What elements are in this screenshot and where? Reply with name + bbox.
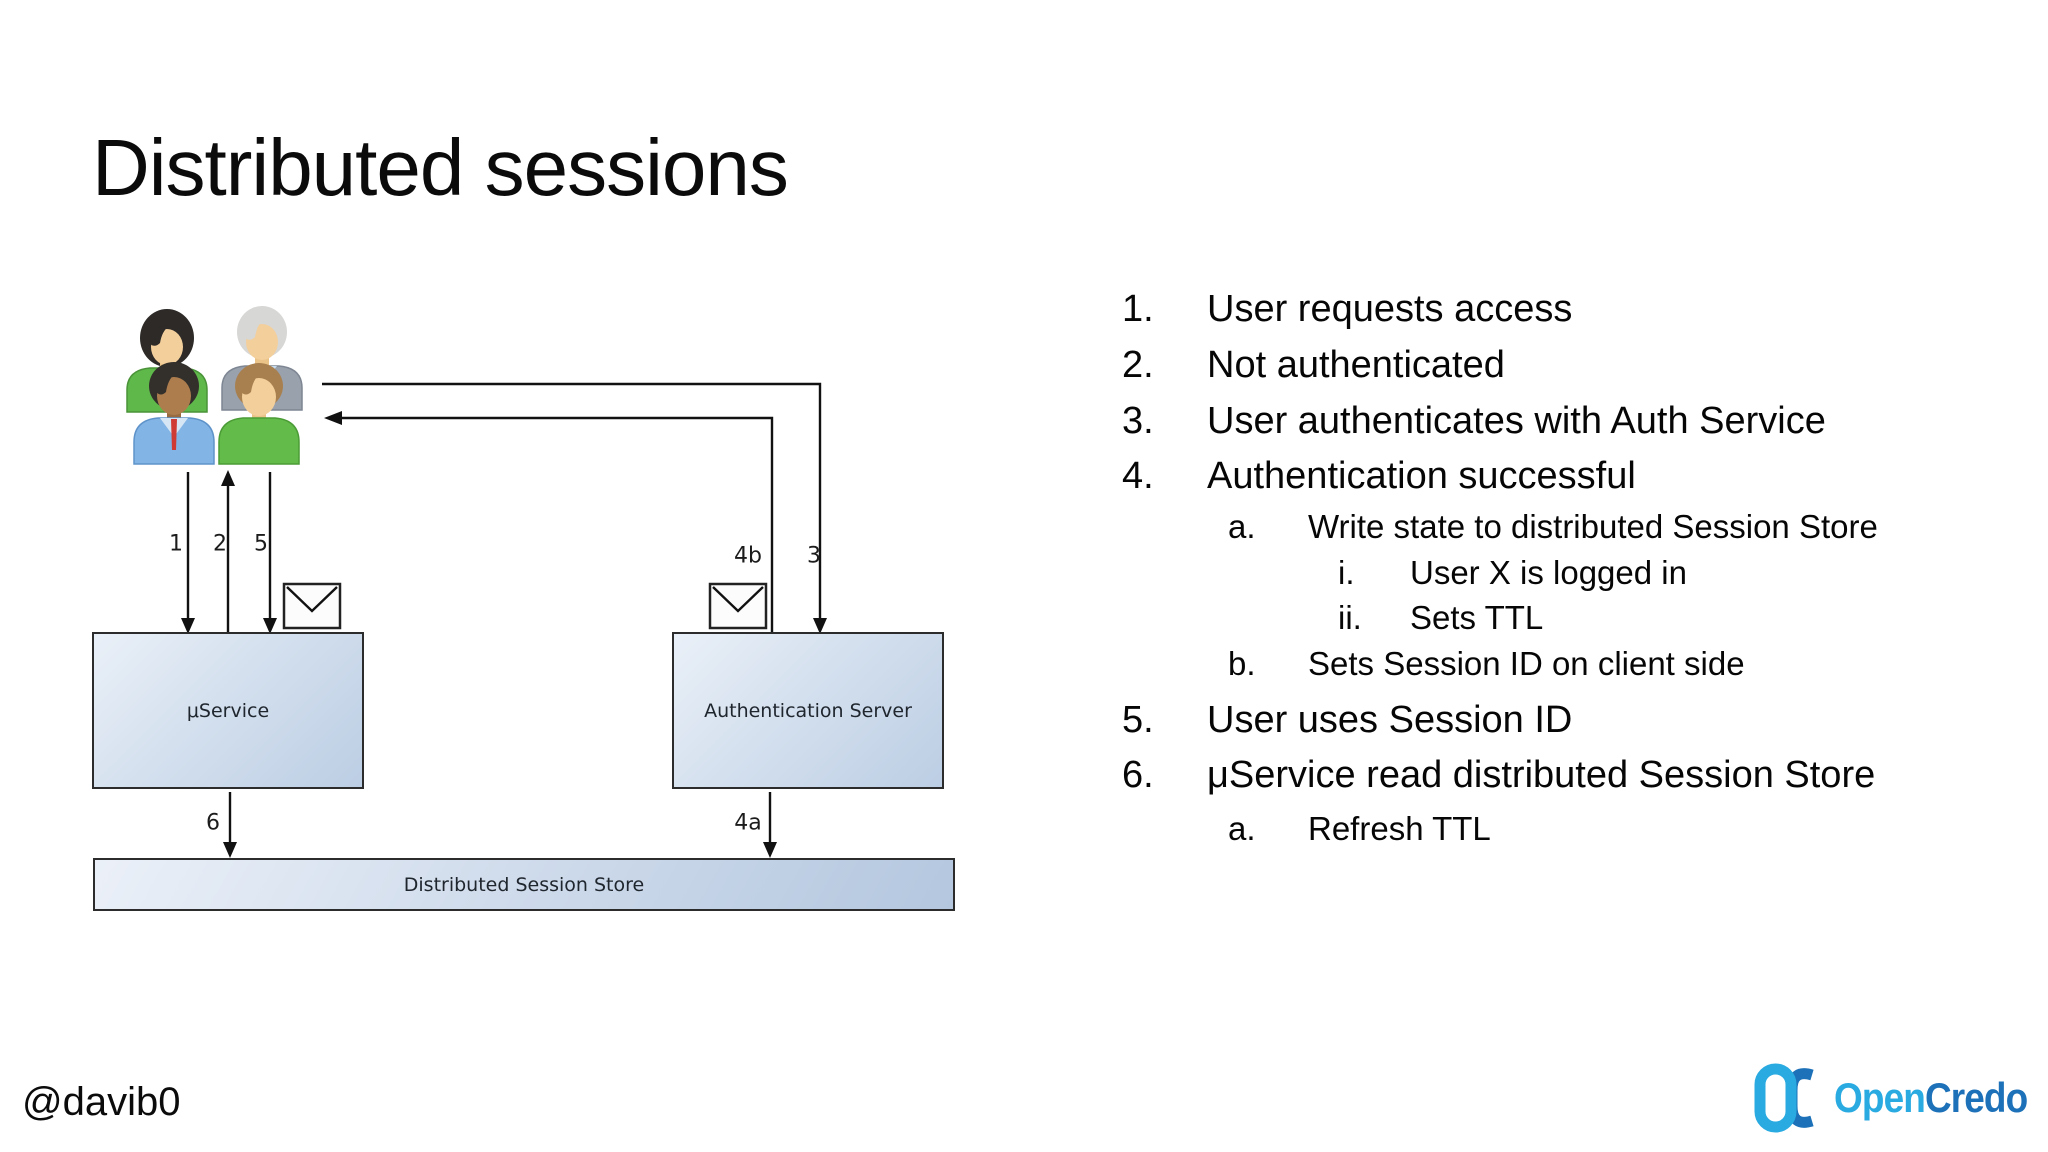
microservice-box: μService — [92, 632, 364, 789]
opencredo-wordmark: OpenCredo — [1834, 1074, 2028, 1122]
user-person-green-icon — [218, 363, 300, 465]
logo-text-open: Open — [1834, 1074, 1926, 1121]
item-marker: 6. — [1122, 754, 1154, 796]
item-marker: 1. — [1122, 288, 1154, 330]
item-marker: 4. — [1122, 455, 1154, 497]
logo-text-credo: Credo — [1924, 1074, 2028, 1121]
item-text: Sets TTL — [1410, 599, 1544, 636]
auth-server-box: Authentication Server — [672, 632, 944, 789]
item-marker: 3. — [1122, 400, 1154, 442]
list-item: 2. Not authenticated — [1122, 344, 2022, 387]
arrow-4b-auth-server-to-users — [324, 411, 774, 632]
auth-server-label: Authentication Server — [704, 699, 912, 722]
envelope-icon — [282, 582, 342, 630]
item-text: User authenticates with Auth Service — [1207, 400, 1826, 442]
item-text: Authentication successful — [1207, 455, 1636, 497]
arrow-4a-auth-server-to-store — [763, 792, 777, 858]
arrow-6-microservice-to-store — [223, 792, 237, 858]
item-text: Not authenticated — [1207, 344, 1505, 386]
arrow-label-6: 6 — [206, 810, 220, 836]
item-text: User uses Session ID — [1207, 699, 1573, 741]
arrow-5-users-to-microservice — [263, 472, 277, 634]
item-marker: a. — [1228, 810, 1256, 847]
session-store-box: Distributed Session Store — [93, 858, 955, 911]
item-text: User requests access — [1207, 288, 1573, 330]
list-item: 5. User uses Session ID — [1122, 699, 2022, 742]
list-item: 3. User authenticates with Auth Service — [1122, 400, 2022, 443]
item-text: User X is logged in — [1410, 554, 1687, 591]
session-store-label: Distributed Session Store — [403, 873, 645, 896]
item-text: Sets Session ID on client side — [1308, 645, 1745, 682]
list-item: 1. User requests access — [1122, 288, 2022, 331]
item-text: μService read distributed Session Store — [1207, 754, 1876, 796]
item-marker: 5. — [1122, 699, 1154, 741]
item-marker: i. — [1338, 554, 1355, 591]
list-item: ii. Sets TTL — [1122, 599, 2022, 637]
list-item: 4. Authentication successful — [1122, 455, 2022, 498]
item-text: Write state to distributed Session Store — [1308, 508, 1878, 545]
arrow-label-5: 5 — [254, 531, 268, 557]
arrow-label-1: 1 — [169, 531, 183, 557]
arrow-1-users-to-microservice — [181, 472, 195, 634]
list-item: 6. μService read distributed Session Stor… — [1122, 754, 2022, 797]
envelope-icon — [708, 582, 768, 630]
item-marker: b. — [1228, 645, 1256, 682]
list-item: a. Refresh TTL — [1122, 810, 2022, 848]
item-text: Refresh TTL — [1308, 810, 1491, 847]
slide-title: Distributed sessions — [92, 123, 789, 212]
users-group-icon — [126, 306, 303, 465]
arrow-label-2: 2 — [213, 531, 227, 557]
architecture-diagram — [126, 306, 827, 858]
item-marker: a. — [1228, 508, 1256, 545]
item-marker: 2. — [1122, 344, 1154, 386]
list-item: a. Write state to distributed Session Sto… — [1122, 508, 2022, 546]
arrow-label-4b: 4b — [734, 543, 762, 569]
arrow-3-users-to-auth-server — [322, 382, 827, 634]
opencredo-monogram-icon — [1754, 1063, 1814, 1133]
item-marker: ii. — [1338, 599, 1362, 636]
arrow-2-microservice-to-users — [221, 470, 235, 632]
list-item: b. Sets Session ID on client side — [1122, 645, 2022, 683]
user-man-blue-icon — [133, 362, 215, 465]
twitter-handle: @davib0 — [22, 1080, 181, 1124]
arrow-label-4a: 4a — [734, 810, 762, 836]
arrow-label-3: 3 — [807, 543, 821, 569]
microservice-label: μService — [186, 699, 270, 722]
opencredo-logo: OpenCredo — [1752, 1062, 2048, 1134]
list-item: i. User X is logged in — [1122, 554, 2022, 592]
